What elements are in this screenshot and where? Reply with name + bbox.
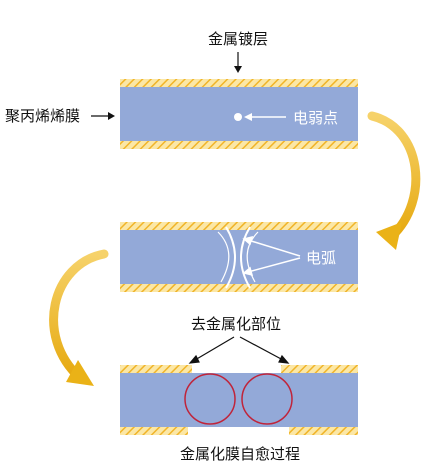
weak-point-arrow [244,113,286,121]
polypropylene-film-label: 聚丙烯烯膜 [5,107,80,125]
metal-coating-bottom-2 [120,284,358,292]
metal-coating-arrow [234,52,242,73]
process-title: 金属化膜自愈过程 [180,445,300,463]
arc-label: 电弧 [306,249,336,267]
demetallized-pointer-lines [188,336,290,364]
film-stage-2: 电弧 [120,222,358,292]
metal-coating-bottom-3-left [120,427,188,435]
metal-coating-top-3-left [120,365,192,373]
metal-coating-label: 金属镀层 [208,30,268,48]
arc-lines [217,226,259,289]
metal-coating-top-3-right [281,365,358,373]
weak-point-label: 电弱点 [293,109,338,127]
curved-arrow-right [367,111,421,250]
arc-pointer-lines [242,235,301,277]
metal-coating-top-2 [120,222,358,230]
demetallized-area-label: 去金属化部位 [191,315,281,333]
polypropylene-film-arrow [91,112,115,120]
polypropylene-film-3 [120,373,358,427]
weak-point-dot [234,113,242,121]
film-stage-3 [120,365,358,435]
curved-arrow-left [49,249,109,386]
demetallized-circle-right [241,373,293,425]
metal-coating-bottom-3-right [289,427,358,435]
metal-coating-top-1 [120,79,358,87]
film-stage-1: 电弱点 [120,79,358,149]
demetallized-circle-left [184,373,236,425]
polypropylene-film-2 [120,230,358,284]
metal-coating-bottom-1 [120,141,358,149]
